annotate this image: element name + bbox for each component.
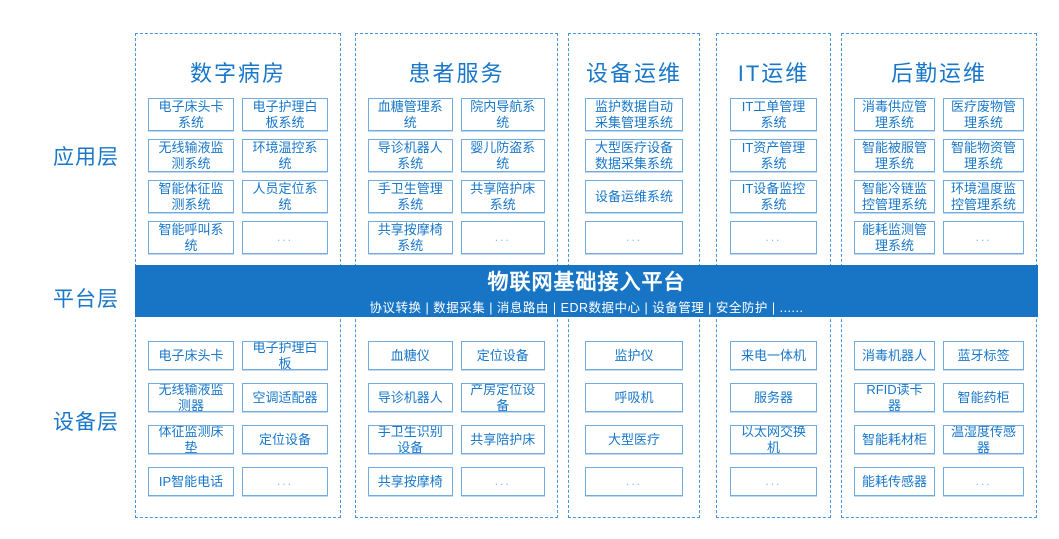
application-systems-grid: IT工单管理系统 IT资产管理系统 IT设备监控系统 ...	[730, 98, 817, 254]
app-system-box: 监护数据自动采集管理系统	[585, 98, 683, 131]
layer-label-device: 设备层	[53, 411, 119, 434]
device-box: 空调适配器	[242, 383, 328, 412]
ellipsis-box: ...	[242, 467, 328, 496]
device-box: 呼吸机	[585, 383, 683, 412]
app-system-box: 智能被服管理系统	[854, 139, 935, 172]
app-system-box: 无线输液监测系统	[148, 139, 234, 172]
platform-subtitle: 协议转换 | 数据采集 | 消息路由 | EDR数据中心 | 设备管理 | 安全…	[369, 301, 804, 316]
app-system-box: 人员定位系统	[242, 180, 328, 213]
layer-label-platform: 平台层	[53, 288, 119, 311]
device-box: 血糖仪	[368, 341, 453, 370]
app-system-box: 大型医疗设备数据采集系统	[585, 139, 683, 172]
device-grid: 血糖仪 定位设备 导诊机器人 产房定位设备 手卫生识别设备 共享陪护床 共享按摩…	[368, 341, 545, 496]
device-box: 共享按摩椅	[368, 467, 453, 496]
device-box: 能耗传感器	[854, 467, 935, 496]
app-system-box: 院内导航系统	[460, 98, 545, 131]
app-system-box: 消毒供应管理系统	[854, 98, 935, 131]
column-title: 患者服务	[408, 61, 505, 86]
column-patient-services: 患者服务 血糖管理系统 院内导航系统 导诊机器人系统 婴儿防盗系统 手卫生管理系…	[355, 33, 558, 518]
column-digital-ward: 数字病房 电子床头卡系统 电子护理白板系统 无线输液监测系统 环境温控系统 智能…	[135, 33, 341, 518]
platform-bar: 物联网基础接入平台 协议转换 | 数据采集 | 消息路由 | EDR数据中心 |…	[135, 265, 1038, 317]
column-title: 数字病房	[189, 61, 286, 86]
ellipsis-box: ...	[943, 467, 1024, 496]
ellipsis-box: ...	[460, 467, 545, 496]
app-system-box: 智能冷链监控管理系统	[854, 180, 935, 213]
device-box: 电子床头卡	[148, 341, 234, 370]
app-system-box: 智能体征监测系统	[148, 180, 234, 213]
ellipsis-box: ...	[730, 221, 817, 254]
device-box: 智能药柜	[943, 383, 1024, 412]
device-box: IP智能电话	[148, 467, 234, 496]
app-system-box: 共享陪护床系统	[460, 180, 545, 213]
app-system-box: 电子床头卡系统	[148, 98, 234, 131]
app-system-box: 智能物资管理系统	[943, 139, 1024, 172]
app-system-box: IT设备监控系统	[730, 180, 817, 213]
application-systems-grid: 监护数据自动采集管理系统 大型医疗设备数据采集系统 设备运维系统 ...	[585, 98, 683, 254]
app-system-box: 环境温度监控管理系统	[943, 180, 1024, 213]
device-box: 服务器	[730, 383, 817, 412]
layer-label-application: 应用层	[53, 146, 119, 169]
app-system-box: 导诊机器人系统	[368, 139, 453, 172]
platform-title: 物联网基础接入平台	[487, 271, 686, 294]
app-system-box: IT资产管理系统	[730, 139, 817, 172]
device-box: 监护仪	[585, 341, 683, 370]
column-title: 后勤运维	[890, 61, 987, 86]
device-box: 体征监测床垫	[148, 425, 234, 454]
app-system-box: 设备运维系统	[585, 180, 683, 213]
device-box: 定位设备	[460, 341, 545, 370]
device-box: 来电一体机	[730, 341, 817, 370]
app-system-box: 电子护理白板系统	[242, 98, 328, 131]
device-box: 以太网交换机	[730, 425, 817, 454]
ellipsis-box: ...	[943, 221, 1024, 254]
application-systems-grid: 电子床头卡系统 电子护理白板系统 无线输液监测系统 环境温控系统 智能体征监测系…	[148, 98, 328, 254]
column-title: 设备运维	[585, 61, 682, 86]
device-grid: 来电一体机 服务器 以太网交换机 ...	[730, 341, 817, 496]
device-box: 消毒机器人	[854, 341, 935, 370]
ellipsis-box: ...	[585, 467, 683, 496]
column-equipment-ops: 设备运维 监护数据自动采集管理系统 大型医疗设备数据采集系统 设备运维系统 ..…	[568, 33, 700, 518]
application-systems-grid: 消毒供应管理系统 医疗废物管理系统 智能被服管理系统 智能物资管理系统 智能冷链…	[854, 98, 1024, 254]
device-box: 共享陪护床	[460, 425, 545, 454]
device-grid: 电子床头卡 电子护理白板 无线输液监测器 空调适配器 体征监测床垫 定位设备 I…	[148, 341, 328, 496]
ellipsis-box: ...	[242, 221, 328, 254]
device-box: 无线输液监测器	[148, 383, 234, 412]
ellipsis-box: ...	[585, 221, 683, 254]
app-system-box: 共享按摩椅系统	[368, 221, 453, 254]
column-it-ops: IT运维 IT工单管理系统 IT资产管理系统 IT设备监控系统 ... 来电一体…	[716, 33, 831, 518]
device-box: 智能耗材柜	[854, 425, 935, 454]
device-box: RFID读卡器	[854, 383, 935, 412]
ellipsis-box: ...	[730, 467, 817, 496]
column-title: IT运维	[737, 61, 810, 86]
app-system-box: 医疗废物管理系统	[943, 98, 1024, 131]
app-system-box: IT工单管理系统	[730, 98, 817, 131]
app-system-box: 血糖管理系统	[368, 98, 453, 131]
app-system-box: 婴儿防盗系统	[460, 139, 545, 172]
device-box: 蓝牙标签	[943, 341, 1024, 370]
app-system-box: 环境温控系统	[242, 139, 328, 172]
device-box: 手卫生识别设备	[368, 425, 453, 454]
ellipsis-box: ...	[460, 221, 545, 254]
device-grid: 监护仪 呼吸机 大型医疗 ...	[585, 341, 683, 496]
column-logistics-ops: 后勤运维 消毒供应管理系统 医疗废物管理系统 智能被服管理系统 智能物资管理系统…	[841, 33, 1037, 518]
device-box: 定位设备	[242, 425, 328, 454]
device-box: 导诊机器人	[368, 383, 453, 412]
app-system-box: 手卫生管理系统	[368, 180, 453, 213]
app-system-box: 智能呼叫系统	[148, 221, 234, 254]
device-box: 产房定位设备	[460, 383, 545, 412]
device-box: 温湿度传感器	[943, 425, 1024, 454]
device-box: 电子护理白板	[242, 341, 328, 370]
application-systems-grid: 血糖管理系统 院内导航系统 导诊机器人系统 婴儿防盗系统 手卫生管理系统 共享陪…	[368, 98, 545, 254]
device-grid: 消毒机器人 蓝牙标签 RFID读卡器 智能药柜 智能耗材柜 温湿度传感器 能耗传…	[854, 341, 1024, 496]
device-box: 大型医疗	[585, 425, 683, 454]
app-system-box: 能耗监测管理系统	[854, 221, 935, 254]
